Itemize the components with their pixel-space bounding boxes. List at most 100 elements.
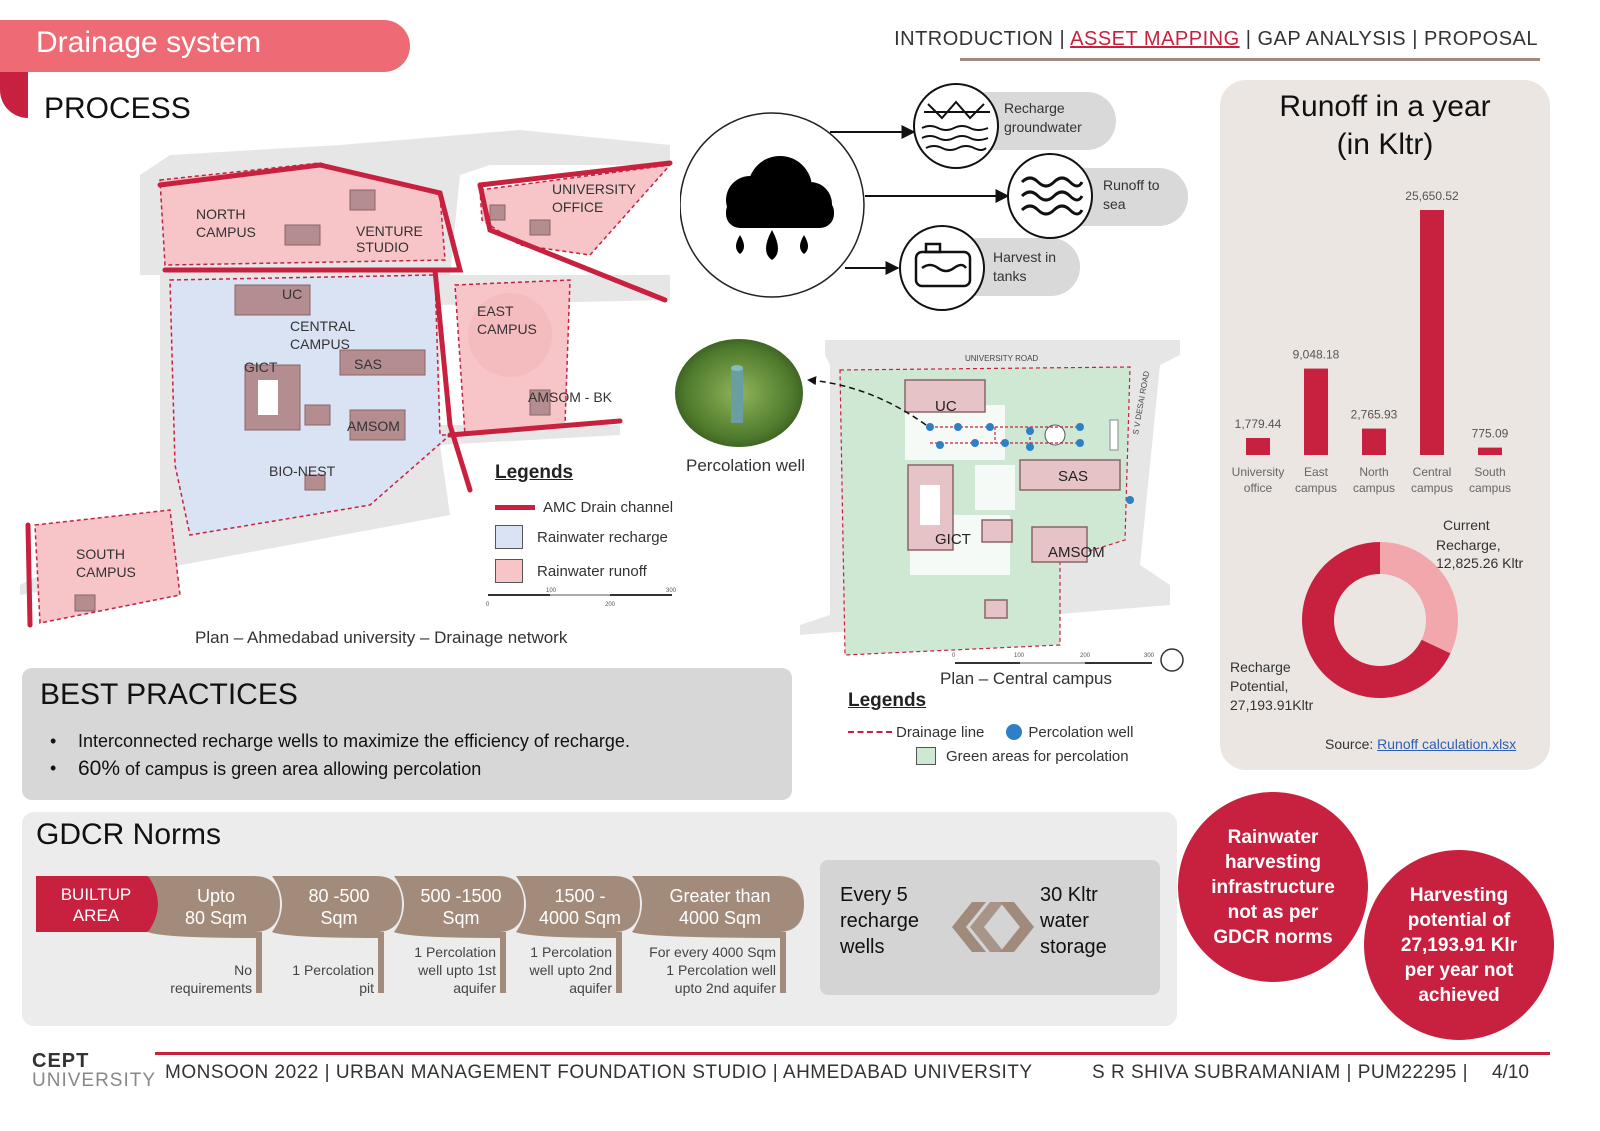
university-office-zone <box>479 163 672 256</box>
nav-introduction[interactable]: INTRODUCTION <box>894 28 1054 50</box>
nav-gap-analysis[interactable]: GAP ANALYSIS <box>1257 28 1407 50</box>
legend-row: Green areas for percolation <box>916 744 1133 768</box>
legend-row: Drainage line Percolation well <box>848 720 1133 744</box>
legend-label: Rainwater runoff <box>537 562 647 580</box>
legend-label: Drainage line <box>896 723 985 741</box>
recharge-storage-panel <box>820 860 1160 995</box>
gdcr-step <box>632 876 804 993</box>
north-arrow-icon <box>1160 648 1184 672</box>
double-chevron-icon <box>952 902 1034 952</box>
map-label-bio-nest: BIO-NEST <box>269 463 336 479</box>
scale-tick: 100 <box>1014 653 1025 659</box>
scale-tick: 0 <box>486 602 490 608</box>
water-storage-line: storage <box>1040 936 1107 958</box>
legend-label: Rainwater recharge <box>537 528 668 546</box>
gdcr-step-area: Sqm <box>442 908 479 928</box>
bar-category-label: campus <box>1353 481 1395 495</box>
donut-label-potential: 27,193.91Kltr <box>1230 697 1314 713</box>
gdcr-step <box>394 876 524 993</box>
map-scale-bar: 0 100 200 300 <box>486 588 677 608</box>
gdcr-step <box>516 876 640 993</box>
nav-underline <box>960 58 1540 61</box>
best-practice-item: 60% of campus is green area allowing per… <box>50 755 630 783</box>
recharge-wells-text: Every 5 recharge wells <box>840 882 919 960</box>
bar-category-label: South <box>1474 465 1505 479</box>
central-label-road-top: UNIVERSITY ROAD <box>965 354 1038 363</box>
map-label-amsom-bk: AMSOM - BK <box>528 389 613 405</box>
gdcr-step-requirement: aquifer <box>569 980 612 996</box>
scale-tick: 300 <box>666 588 677 594</box>
gdcr-step-area: 4000 Sqm <box>539 908 621 928</box>
bar-category-label: office <box>1244 481 1273 495</box>
legend-item-recharge: Rainwater recharge <box>495 522 673 552</box>
bar-value-label: 9,048.18 <box>1293 348 1340 362</box>
footer-author: S R SHIVA SUBRAMANIAM | PUM22295 | <box>1092 1062 1469 1083</box>
source-link[interactable]: Runoff calculation.xlsx <box>1377 736 1517 752</box>
bar <box>1362 428 1386 455</box>
percolation-well-label: Percolation well <box>686 456 806 475</box>
donut-label-current: 12,825.26 Kltr <box>1436 555 1524 571</box>
nav-asset-mapping[interactable]: ASSET MAPPING <box>1070 28 1240 50</box>
green-area-swatch <box>916 747 936 765</box>
drainage-line-swatch <box>848 731 892 733</box>
bar <box>1420 210 1444 455</box>
nav-separator: | <box>1406 28 1424 50</box>
cept-logo-text: UNIVERSITY <box>32 1070 157 1091</box>
central-map-caption: Plan – Central campus <box>940 669 1112 688</box>
donut-label-current: Recharge, <box>1436 537 1501 553</box>
central-label-gict: GICT <box>935 531 971 548</box>
donut-label-current: Current <box>1443 517 1490 533</box>
runoff-title: Runoff in a year (in Kltr) <box>1220 88 1550 164</box>
harvest-potential-badge: Harvesting potential of 27,193.91 Klr pe… <box>1364 850 1554 1040</box>
donut-label-potential: Potential, <box>1230 678 1288 694</box>
gdcr-step <box>272 876 402 993</box>
gdcr-step-area: Upto <box>197 886 235 906</box>
gdcr-step-area: 500 -1500 <box>420 886 501 906</box>
south-campus-zone <box>34 509 181 624</box>
amc-drain-channels <box>25 160 673 628</box>
gdcr-step-area: 4000 Sqm <box>679 908 761 928</box>
scale-tick: 200 <box>1080 653 1091 659</box>
nav-proposal[interactable]: PROPOSAL <box>1423 28 1538 50</box>
bar-category-label: campus <box>1295 481 1337 495</box>
map-label-uc: UC <box>282 286 302 302</box>
gdcr-noncompliance-badge: Rainwater harvesting infrastructure not … <box>1178 792 1368 982</box>
process-heading: PROCESS <box>44 92 191 125</box>
donut-slice <box>1380 542 1458 654</box>
recharge-wells-line: Every 5 <box>840 884 908 906</box>
water-storage-line: water <box>1040 910 1089 932</box>
gdcr-step-requirement: No <box>234 962 252 978</box>
bar-category-label: Central <box>1413 465 1452 479</box>
legend-central-campus: Legends Drainage line Percolation well G… <box>848 690 1133 768</box>
tank-icon <box>899 225 985 311</box>
builtup-label: AREA <box>73 906 120 925</box>
recharge-wells-line: recharge <box>840 910 919 932</box>
best-practices-list: Interconnected recharge wells to maximiz… <box>50 728 630 783</box>
gdcr-step-area: Greater than <box>669 886 770 906</box>
best-practice-item: Interconnected recharge wells to maximiz… <box>50 728 630 755</box>
bar <box>1304 368 1328 455</box>
bar <box>1478 447 1502 455</box>
nav-separator: | <box>1239 28 1258 50</box>
rain-cloud-icon <box>726 156 834 260</box>
bar-category-label: campus <box>1469 481 1511 495</box>
donut-slice <box>1302 542 1451 698</box>
main-map-caption: Plan – Ahmedabad university – Drainage n… <box>195 628 568 647</box>
gdcr-step-requirement: pit <box>359 980 374 996</box>
bar-category-label: East <box>1304 465 1329 479</box>
gdcr-step-requirement: aquifer <box>453 980 496 996</box>
scale-tick: 100 <box>546 588 557 594</box>
waves-icon <box>1007 153 1093 239</box>
runoff-bar-chart: 1,779.44Universityoffice9,048.18Eastcamp… <box>1232 189 1511 495</box>
gdcr-step-requirement: requirements <box>170 980 252 996</box>
section-nav: INTRODUCTION | ASSET MAPPING | GAP ANALY… <box>894 28 1538 51</box>
